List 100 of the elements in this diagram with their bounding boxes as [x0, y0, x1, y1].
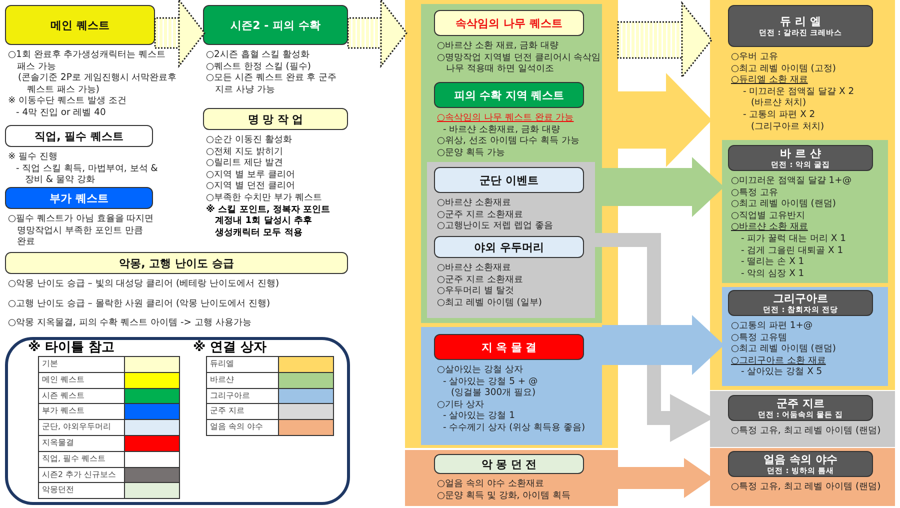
title-text: 얼음 속의 야수: [764, 452, 838, 466]
title-text: 메인 퀘스트: [50, 18, 110, 32]
bullet-text: ○고통의 파편 1+@: [731, 320, 814, 332]
bullet-text: ※ 스킬 포인트, 정복자 포인트 계정내 1회 달성시 추후 생성캐릭터 모두 적용: [206, 204, 332, 238]
title-text: 악 몽 던 전: [481, 458, 537, 470]
title-box: [728, 451, 873, 477]
bullet-text: ○부족한 수치만 부가 퀘스트: [206, 192, 323, 204]
bullet-text: ○속삭임의 나무 퀘스트 완료 가능: [437, 112, 575, 124]
section-panel: [405, 450, 618, 506]
bullet-text: ○문양 획득 가능: [437, 146, 506, 158]
section-panel: [710, 391, 895, 447]
bullet-text: - 바르샨 소환재료, 금화 대량: [443, 124, 561, 136]
bullet-text: - 피가 꿀럭 대는 머리 X 1: [741, 232, 847, 245]
bullet-text: - 4막 진입 or 레벨 40: [16, 106, 107, 119]
bullet-text: ○최고 레벨 아이템 (랜덤): [731, 343, 837, 355]
title-text: 부가 퀘스트: [50, 192, 108, 204]
bullet-text: ○전체 지도 밝히기: [206, 146, 284, 158]
title-box: [434, 454, 584, 474]
bullet-text: (바르샨 처치): [751, 97, 808, 109]
bullet-text: ○기타 상자: [437, 398, 485, 410]
bullet-text: ※ 이동수단 퀘스트 발생 조건: [8, 95, 128, 107]
title-text: 바 르 샨: [780, 146, 821, 160]
title-text: 악몽, 고행 난이도 승급: [119, 256, 234, 270]
title-box: [728, 5, 873, 47]
bullet-text: ○1회 완료후 추가생성캐릭터는 퀘스트 패스 가능: [8, 49, 167, 72]
bullet-text: ○우버 고유: [731, 51, 779, 63]
section-panel: [405, 0, 618, 448]
section-panel: [421, 327, 602, 445]
bullet-text: ○특정 고유, 최고 레벨 아이템 (랜덤): [731, 481, 882, 493]
bullet-text: - 살아있는 강철 1: [443, 410, 516, 422]
title-text: 직업, 필수 퀘스트: [34, 130, 124, 142]
bullet-text: - 악의 심장 X 1: [741, 268, 806, 280]
bullet-text: ○얼음 속의 야수 소환재료: [437, 478, 545, 490]
section-panel: [722, 287, 888, 386]
title-box: [5, 187, 153, 209]
bullet-text: ○악몽 지옥물결, 피의 수확 퀘스트 아이템 -> 고행 사용가능: [8, 317, 252, 329]
title-text: 그리구아르: [773, 292, 828, 304]
bullet-text: - 수수께기 상자 (위상 획득용 좋음): [443, 422, 586, 434]
bullet-text: - 살아있는 강철 5 + @: [443, 376, 539, 388]
title-box: [434, 334, 584, 360]
bullet-text: ○고행 난이도 승급 – 몰락한 사원 클리어 (악몽 난이도에서 진행): [8, 298, 272, 310]
legend-heading: ※ 연결 상자: [193, 340, 267, 355]
section-panel: [421, 4, 602, 323]
bullet-text: ○군주 지르 소환재료: [437, 274, 524, 286]
bullet-text: ○위상, 선조 아이템 다수 획득 가능: [437, 135, 581, 147]
section-panel: [722, 140, 888, 283]
bullet-text: ○모든 시즌 퀘스트 완료 후 군주 지르 사냥 가능: [206, 72, 338, 96]
title-box: [728, 145, 873, 171]
bullet-text: ○바르샨 소환 재료: [731, 221, 809, 233]
title-text: 지 옥 물 결: [481, 340, 537, 354]
title-box: [434, 10, 584, 36]
bullet-text: ○명망작업 지역별 던전 클리어시 속삭임 나무 적용때 하면 일석이조: [437, 52, 602, 75]
title-box: [728, 290, 873, 316]
title-box: [203, 5, 348, 45]
title-box: [434, 167, 584, 193]
title-box: [5, 252, 348, 274]
title-text: 야외 우두머리: [474, 240, 544, 254]
title-text: 군주 지르: [776, 396, 824, 410]
title-box: [434, 82, 584, 108]
title-text: 시즌2 - 피의 수확: [230, 18, 320, 32]
bullet-text: ○순간 이동진 활성화: [206, 134, 293, 146]
bullet-text: - 고통의 파편 X 2: [743, 108, 816, 121]
section-panel: [427, 162, 595, 318]
bullet-text: ○우두머리 별 탈것: [437, 285, 515, 297]
section-panel: [710, 0, 895, 390]
title-box: [203, 108, 348, 130]
title-text: 속삭임의 나무 퀘스트: [456, 16, 562, 30]
bullet-text: ○릴리트 제단 발견: [206, 157, 284, 169]
bullet-text: ○바르샨 소환 재료, 금화 대량: [437, 40, 560, 52]
title-box: [5, 125, 153, 147]
bullet-text: - 살아있는 강철 X 5: [741, 366, 824, 378]
bullet-text: - 검게 그을린 대퇴골 X 1: [741, 244, 844, 256]
title-text: 피의 수확 지역 퀘스트: [454, 88, 564, 102]
bullet-text: ※ 필수 진행: [8, 151, 59, 163]
bullet-text: ○필수 퀘스트가 아님 효율을 따지면 명망작업시 부족한 포인트 만큼 완료: [8, 213, 155, 248]
bullet-text: ○특정 고유, 최고 레벨 아이템 (랜덤): [731, 425, 882, 437]
title-box: [728, 395, 873, 421]
bullet-text: ○미끄러운 점액질 달걀 1+@: [731, 175, 853, 187]
bullet-text: ○악몽 난이도 승급 – 빛의 대성당 클리어 (베테랑 난이도에서 진행): [8, 278, 280, 290]
bullet-text: ○특정 고유템: [731, 332, 788, 344]
bullet-text: ○바르샨 소환재료: [437, 262, 512, 274]
bullet-text: (콘솔기준 2P로 게임진행시 서막완료후 퀘스트 패스 가능): [18, 72, 178, 96]
bullet-text: - 미끄러운 점액질 달걀 X 2: [743, 86, 856, 98]
legend-heading: ※ 타이틀 참고: [28, 340, 115, 355]
bullet-text: - 직업 스킬 획득, 마법부여, 보석 & 장비 & 물약 강화: [16, 162, 158, 186]
bullet-text: ○고행난이도 저렙 렙업 좋음: [437, 220, 554, 232]
bullet-text: ○지역 별 보루 클리어: [206, 168, 296, 180]
bullet-text: ○직업별 고유반지: [731, 210, 806, 222]
bullet-text: - 떨리는 손 X 1: [741, 256, 806, 268]
bullet-text: ○살아있는 강철 상자: [437, 364, 524, 376]
bullet-text: ○바르샨 소환재료: [437, 197, 512, 209]
bullet-text: ○2시즌 흡혈 스킬 활성화: [206, 49, 311, 61]
title-box: [434, 236, 584, 258]
bullet-text: ○최고 레벨 아이템 (고정): [731, 62, 837, 74]
bullet-text: (그리구아르 처치): [751, 120, 826, 132]
title-box: [5, 5, 155, 45]
section-panel: [710, 448, 895, 506]
bullet-text: ○최고 레벨 아이템 (일부): [437, 296, 543, 308]
bullet-text: ○퀘스트 한정 스킬 (필수): [206, 60, 312, 72]
title-text: 명 망 작 업: [248, 112, 304, 126]
